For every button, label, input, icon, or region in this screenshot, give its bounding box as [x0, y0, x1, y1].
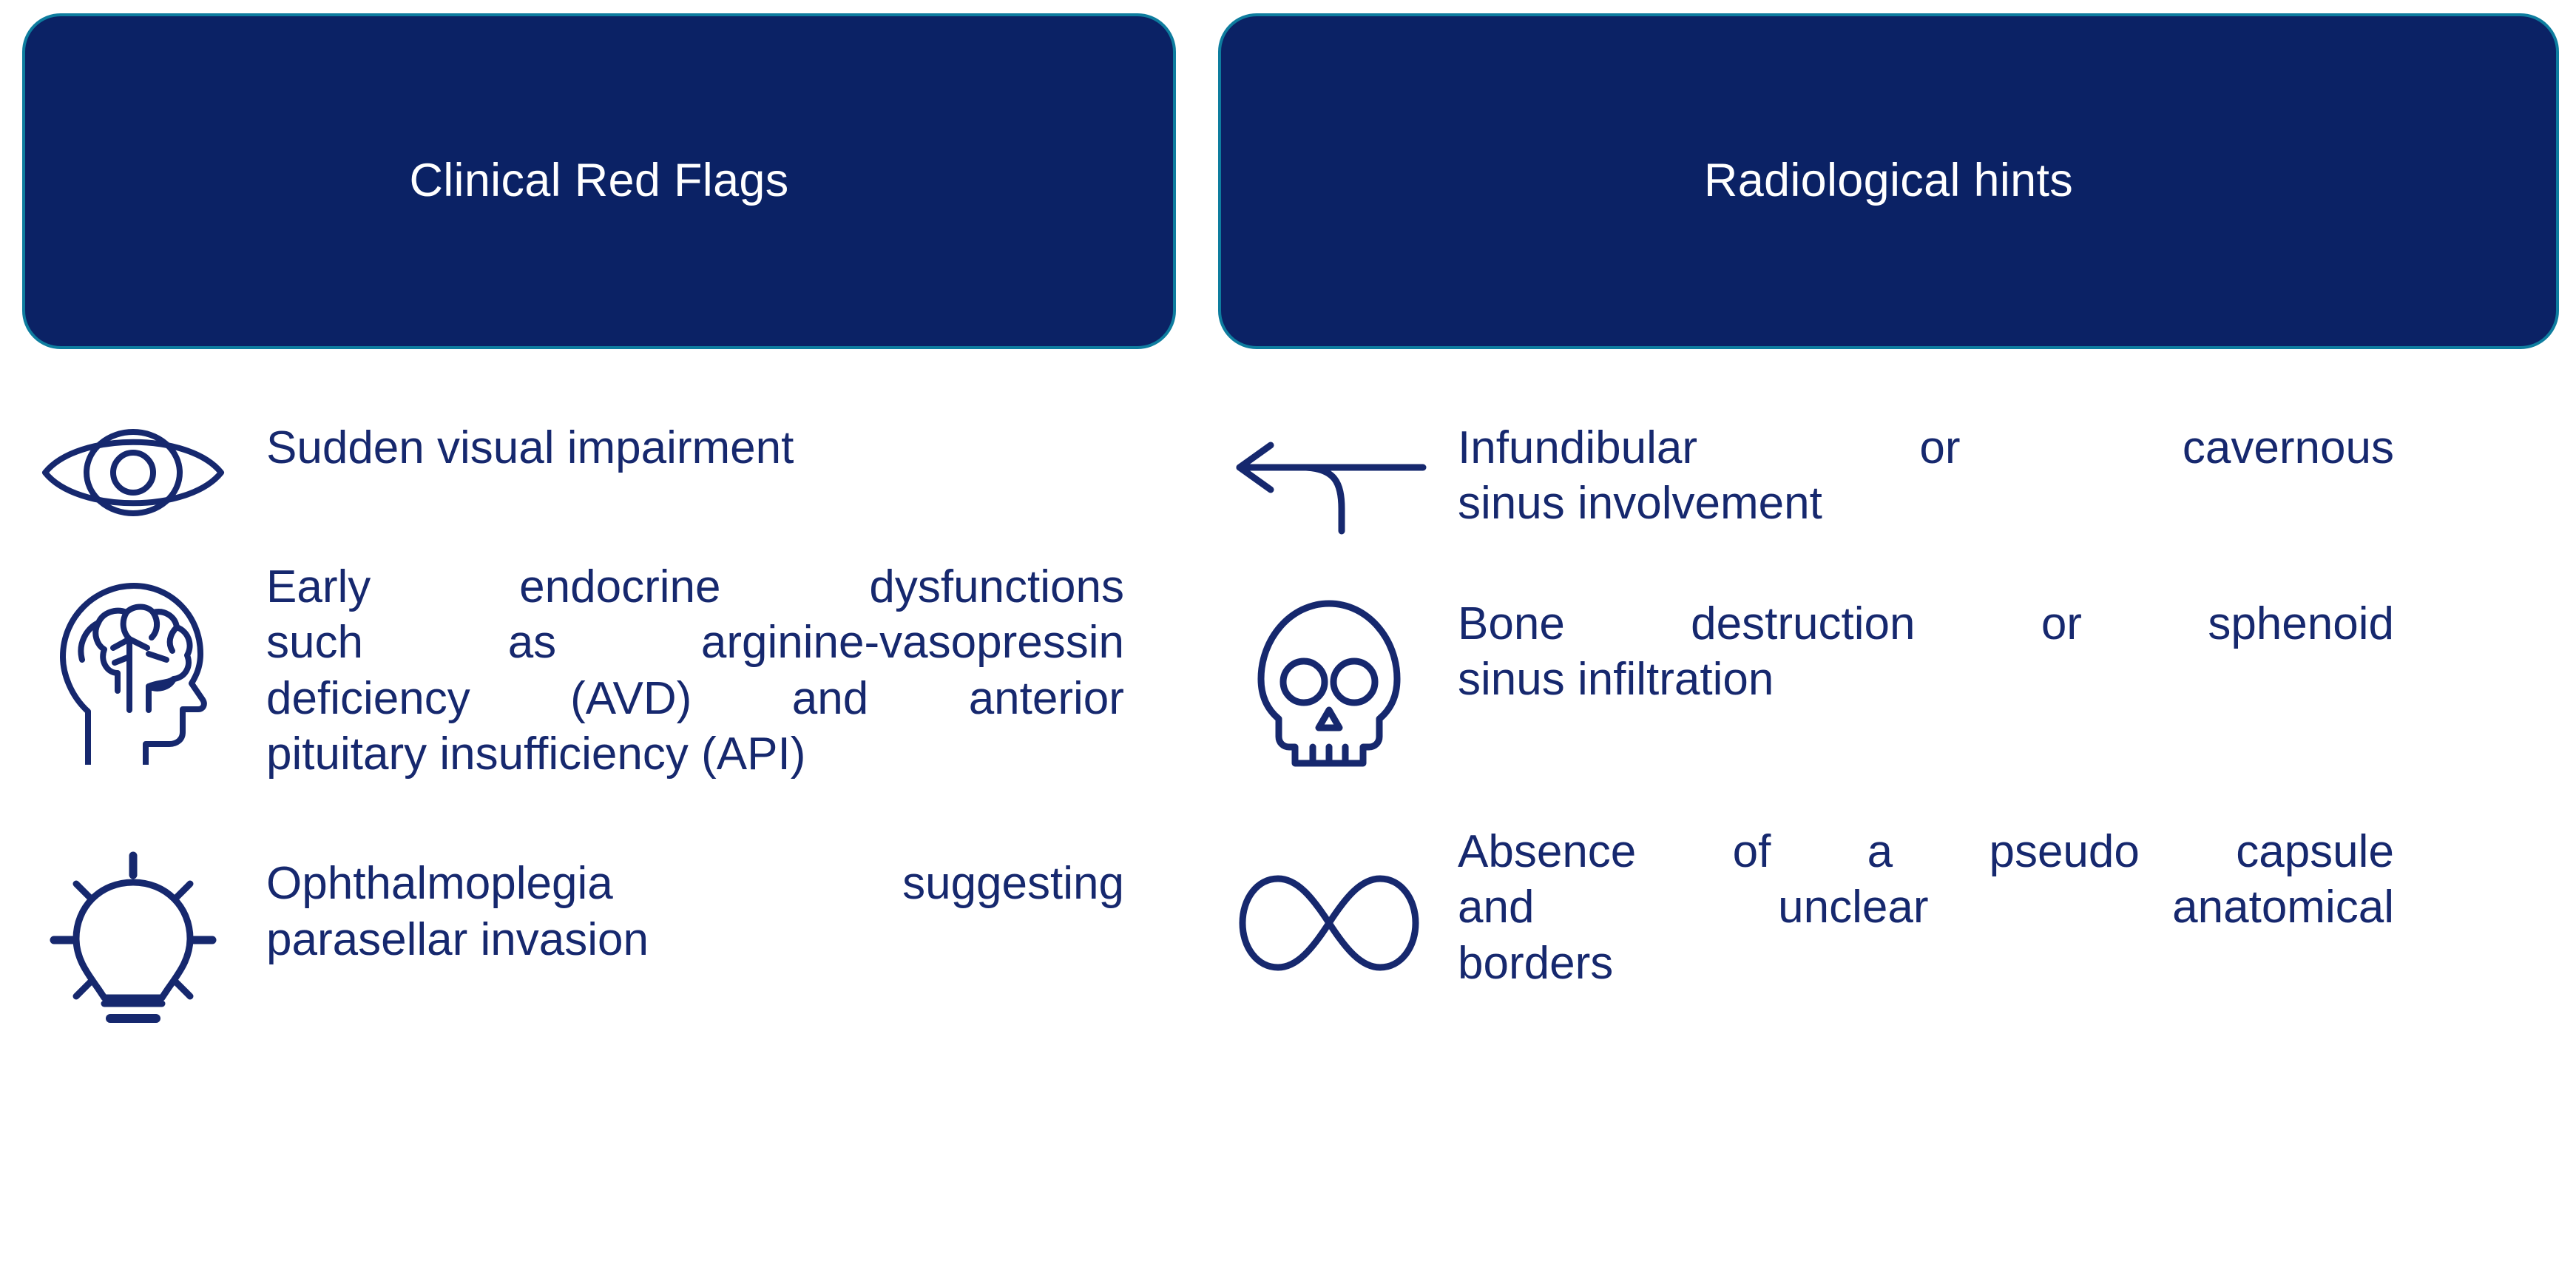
infinity-icon	[1218, 817, 1440, 975]
list-item: Ophthalmoplegia suggesting parasellar in…	[22, 817, 1176, 1029]
list-item: Bone destruction or sphenoid sinus infil…	[1218, 584, 2559, 771]
list-item-text: Early endocrine dysfunctions such as arg…	[244, 559, 1124, 782]
brain-head-icon	[22, 559, 244, 765]
column-clinical-red-flags: Clinical Red Flags Sudden visual impairm…	[0, 0, 1198, 1281]
list-item-line: sinus involvement	[1458, 478, 1822, 530]
column-radiological-hints: Radiological hints Infundibular or caver…	[1198, 0, 2576, 1281]
list-item-text: Bone destruction or sphenoid sinus infil…	[1440, 584, 2394, 708]
header-title-clinical-red-flags: Clinical Red Flags	[409, 155, 789, 207]
skull-icon	[1218, 584, 1440, 771]
list-item: Sudden visual impairment	[22, 420, 1176, 519]
list-item-line: sinus infiltration	[1458, 654, 1774, 706]
list-item-line: Sudden visual impairment	[266, 422, 794, 473]
list-item-line: deficiency (AVD) and anterior	[266, 672, 1124, 724]
list-item-line: borders	[1458, 937, 1614, 989]
list-item-line: and unclear anatomical	[1458, 882, 2394, 933]
list-item-line: parasellar invasion	[266, 913, 649, 965]
list-item: Infundibular or cavernous sinus involvem…	[1218, 420, 2559, 537]
list-item-text: Infundibular or cavernous sinus involvem…	[1440, 420, 2394, 532]
list-item-line: Bone destruction or sphenoid	[1458, 598, 2394, 649]
curved-left-arrow-icon	[1218, 420, 1440, 537]
list-item-text: Ophthalmoplegia suggesting parasellar in…	[244, 817, 1124, 967]
list-item-line: such as arginine-vasopressin	[266, 617, 1124, 669]
header-title-radiological-hints: Radiological hints	[1703, 155, 2074, 207]
list-item-text: Absence of a pseudo capsule and unclear …	[1440, 817, 2394, 991]
list-item: Early endocrine dysfunctions such as arg…	[22, 559, 1176, 782]
list-item-text: Sudden visual impairment	[244, 420, 1124, 476]
list-item: Absence of a pseudo capsule and unclear …	[1218, 817, 2559, 991]
header-box-clinical-red-flags: Clinical Red Flags	[22, 13, 1176, 349]
list-item-line: Absence of a pseudo capsule	[1458, 826, 2394, 877]
item-list-clinical-red-flags: Sudden visual impairment	[22, 420, 1176, 1029]
list-item-line: Infundibular or cavernous	[1458, 422, 2394, 473]
list-item-line: Ophthalmoplegia suggesting	[266, 858, 1124, 910]
eye-icon	[22, 420, 244, 519]
list-item-line: Early endocrine dysfunctions	[266, 561, 1124, 612]
item-list-radiological-hints: Infundibular or cavernous sinus involvem…	[1218, 420, 2559, 991]
lightbulb-icon	[22, 817, 244, 1029]
list-item-line: pituitary insufficiency (API)	[266, 728, 806, 780]
header-box-radiological-hints: Radiological hints	[1218, 13, 2559, 349]
